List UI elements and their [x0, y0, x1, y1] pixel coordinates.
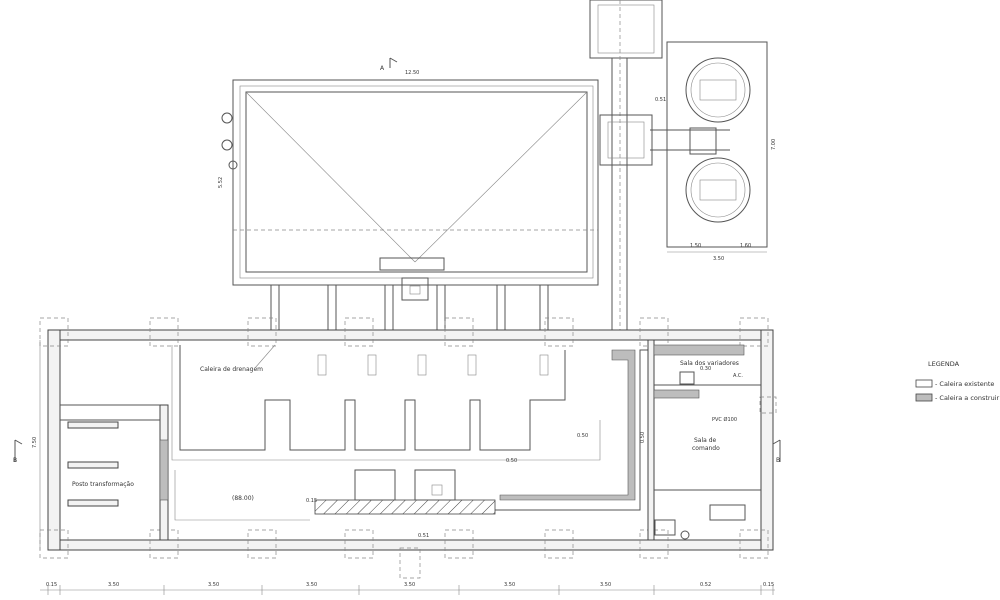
bottom-dim-7: 0.52	[700, 582, 711, 588]
bottom-dim-8: 0.15	[763, 582, 774, 588]
legend-item-new: - Caleira a construir	[935, 394, 1000, 402]
bottom-dim-1: 3.50	[108, 582, 119, 588]
circ-span-dim: 3.50	[713, 256, 724, 262]
bottom-dim-0: 0.15	[46, 582, 57, 588]
room-labels: Posto transformação (88.00) Sala dos var…	[72, 344, 743, 502]
legend-title: LEGENDA	[928, 360, 960, 368]
circular-units: 3.50 1.50 1.60 0.51 7.00	[650, 41, 777, 262]
vertical-duct	[589, 0, 663, 335]
legend: LEGENDA - Caleira existente - Caleira a …	[915, 360, 1000, 402]
bottom-dim-3: 3.50	[306, 582, 317, 588]
bottom-dim-5: 3.50	[504, 582, 515, 588]
level-label: (88.00)	[232, 495, 254, 502]
section-a-marker: A	[380, 65, 385, 72]
sala-variadores-label: Sala dos variadores	[680, 360, 739, 367]
bottom-dim-4: 3.50	[404, 582, 415, 588]
bottom-dimension-chain: 0.15 3.50 3.50 3.50 3.50 3.50 3.50 0.52 …	[40, 582, 775, 595]
dim-small-b: 0.15	[306, 498, 317, 504]
posto-transformacao-label: Posto transformação	[72, 481, 134, 488]
section-b-right-marker: B	[776, 457, 780, 464]
dim-wall-d: 0.51	[418, 533, 429, 539]
building: B B	[13, 317, 781, 579]
pvc-label: PVC Ø100	[712, 416, 737, 423]
circ-height-dim: 7.00	[771, 139, 777, 150]
circ-b-dim: 1.60	[740, 243, 751, 249]
section-b-left-marker: B	[13, 457, 17, 464]
dim-small-a: 0.30	[700, 366, 711, 372]
dim-wall-c: 0.50	[640, 432, 646, 443]
circ-off-dim: 0.51	[655, 97, 666, 103]
sala-comando-label-2: comando	[692, 445, 720, 452]
sala-comando-label-1: Sala de	[694, 437, 717, 444]
dim-left-vertical: 7.50	[32, 437, 38, 448]
support-columns	[270, 277, 549, 331]
legend-item-existing: - Caleira existente	[935, 380, 994, 388]
legend-swatch-existing	[915, 379, 933, 388]
bottom-dim-2: 3.50	[208, 582, 219, 588]
rectangular-tank: 12.50 5.52 A	[218, 57, 599, 286]
tank-height-dim: 5.52	[218, 177, 224, 188]
legend-swatch-new	[915, 393, 933, 402]
dim-wall-a: 0.50	[577, 433, 588, 439]
wall-dimensions: 0.50 0.50 0.50 0.51 0.30 0.15 7.50	[32, 340, 711, 550]
caleira-drenagem-label: Caleira de drenagem	[200, 366, 263, 373]
ac-label: A.C.	[733, 373, 743, 379]
bottom-dim-6: 3.50	[600, 582, 611, 588]
circ-a-dim: 1.50	[690, 243, 701, 249]
dim-wall-b: 0.50	[506, 458, 517, 464]
tank-width-dim: 12.50	[405, 70, 419, 76]
